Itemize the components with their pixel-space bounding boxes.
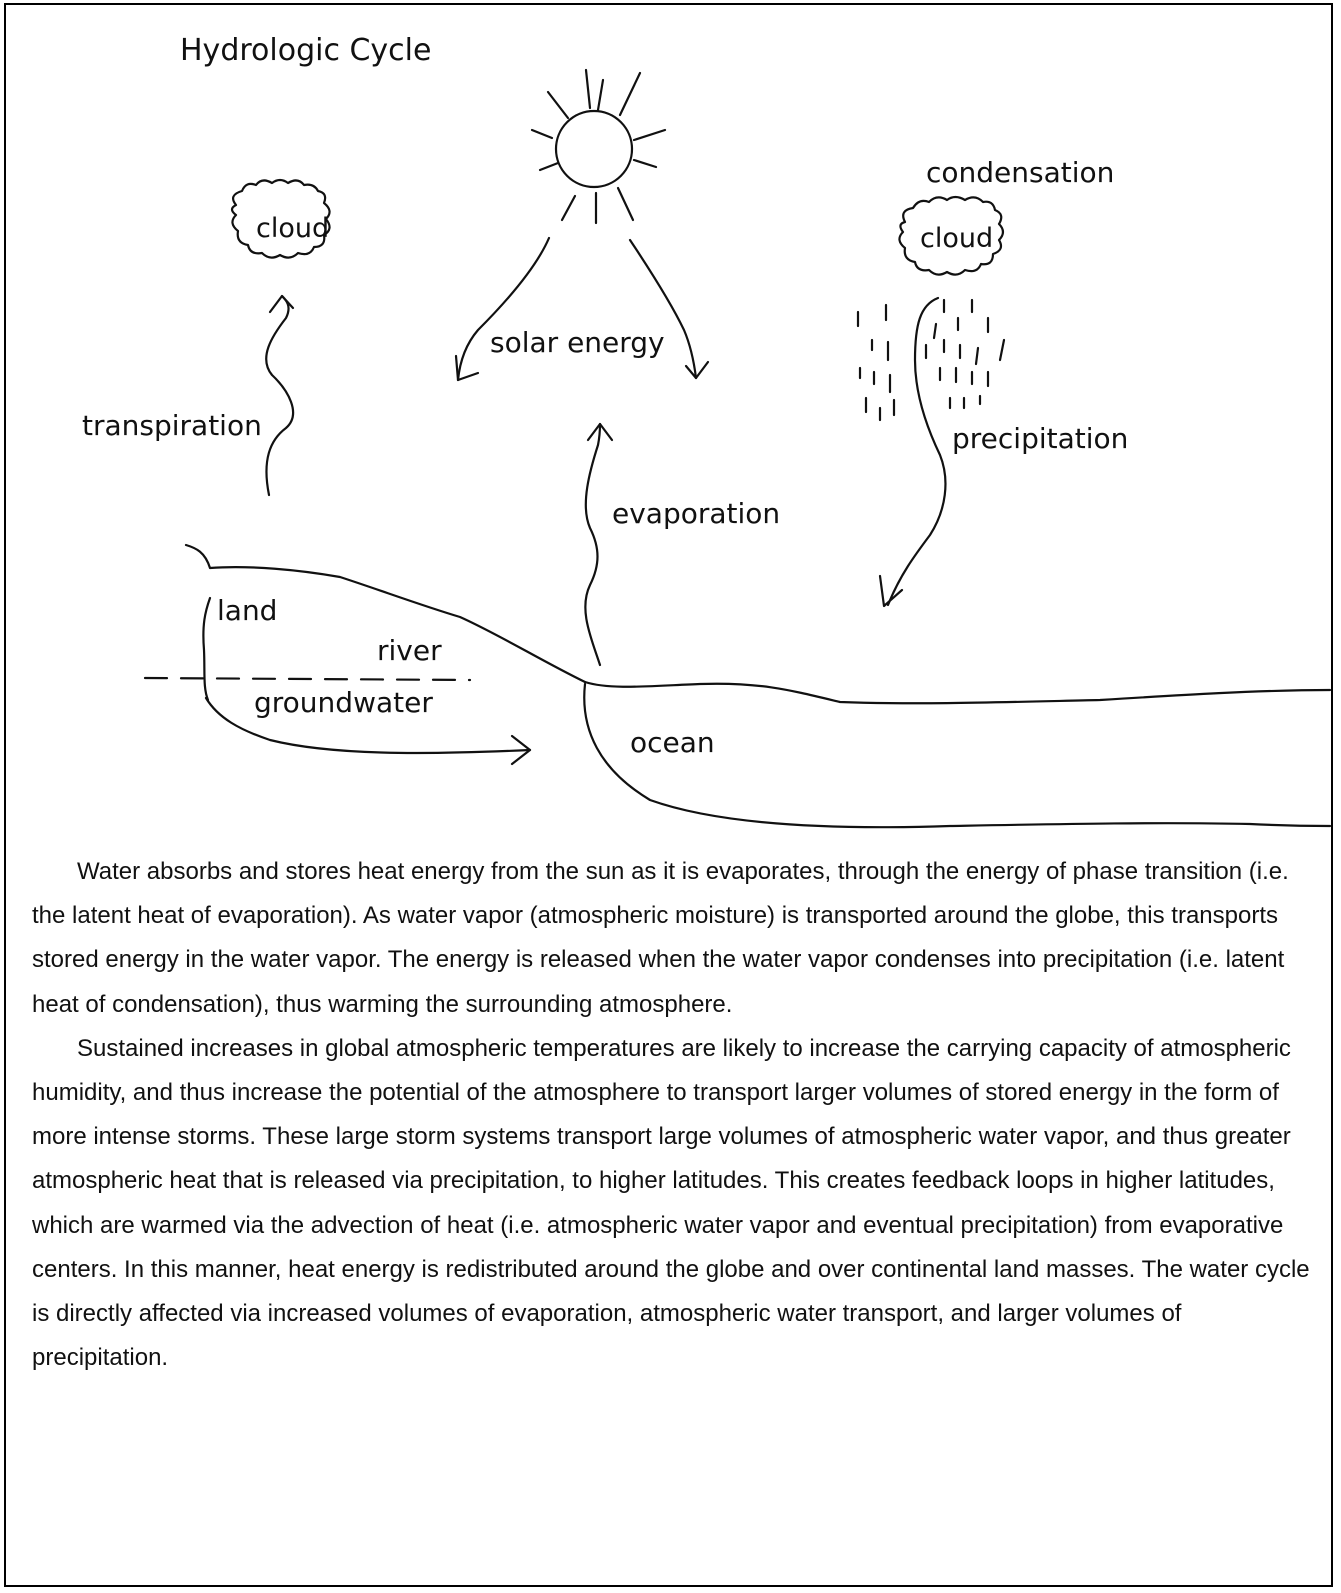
transpiration-label: transpiration: [82, 409, 262, 442]
solar-energy-left-arrowhead: [454, 354, 480, 382]
solar-energy-left-arrow: [456, 236, 551, 382]
ocean-basin: [583, 682, 1332, 829]
water-table-line: [143, 676, 472, 682]
body-text: Water absorbs and stores heat energy fro…: [32, 850, 1312, 1380]
hydrologic-cycle-diagram: Hydrologic Cycle cloud cloud condensatio…: [82, 33, 1332, 829]
groundwater-label: groundwater: [254, 686, 433, 719]
solar-energy-right-arrowhead: [684, 360, 710, 380]
page-frame: [4, 3, 1333, 1587]
sun-icon: [530, 68, 667, 225]
paragraph-2: Sustained increases in global atmospheri…: [32, 1034, 1310, 1372]
evaporation-arrow: [584, 422, 602, 667]
cloud-right-label: cloud: [920, 223, 993, 254]
cloud-left-label: cloud: [256, 213, 329, 244]
transpiration-arrowhead: [268, 294, 295, 314]
diagram-title: Hydrologic Cycle: [180, 33, 431, 68]
solar-energy-label: solar energy: [490, 326, 665, 359]
condensation-label: condensation: [926, 156, 1114, 189]
precipitation-label: precipitation: [952, 422, 1128, 455]
cloud-left-icon: [230, 178, 331, 259]
paragraph-1: Water absorbs and stores heat energy fro…: [32, 858, 1289, 1018]
precipitation-arrowhead: [878, 574, 904, 608]
evaporation-arrowhead: [586, 422, 614, 442]
solar-energy-right-arrow: [628, 238, 698, 380]
groundwater-arrow: [204, 696, 532, 755]
cloud-right-icon: [898, 195, 1005, 276]
precipitation-arrow: [886, 296, 947, 607]
groundwater-arrowhead: [510, 734, 532, 766]
land-label: land: [217, 594, 277, 627]
land-boundary: [202, 596, 212, 702]
ocean-label: ocean: [630, 726, 715, 759]
transpiration-arrow: [265, 294, 295, 497]
river-label: river: [377, 634, 442, 667]
evaporation-label: evaporation: [612, 497, 780, 530]
ocean-surface: [583, 680, 1332, 705]
land-surface: [184, 543, 587, 684]
rain-icon: [856, 298, 1006, 422]
